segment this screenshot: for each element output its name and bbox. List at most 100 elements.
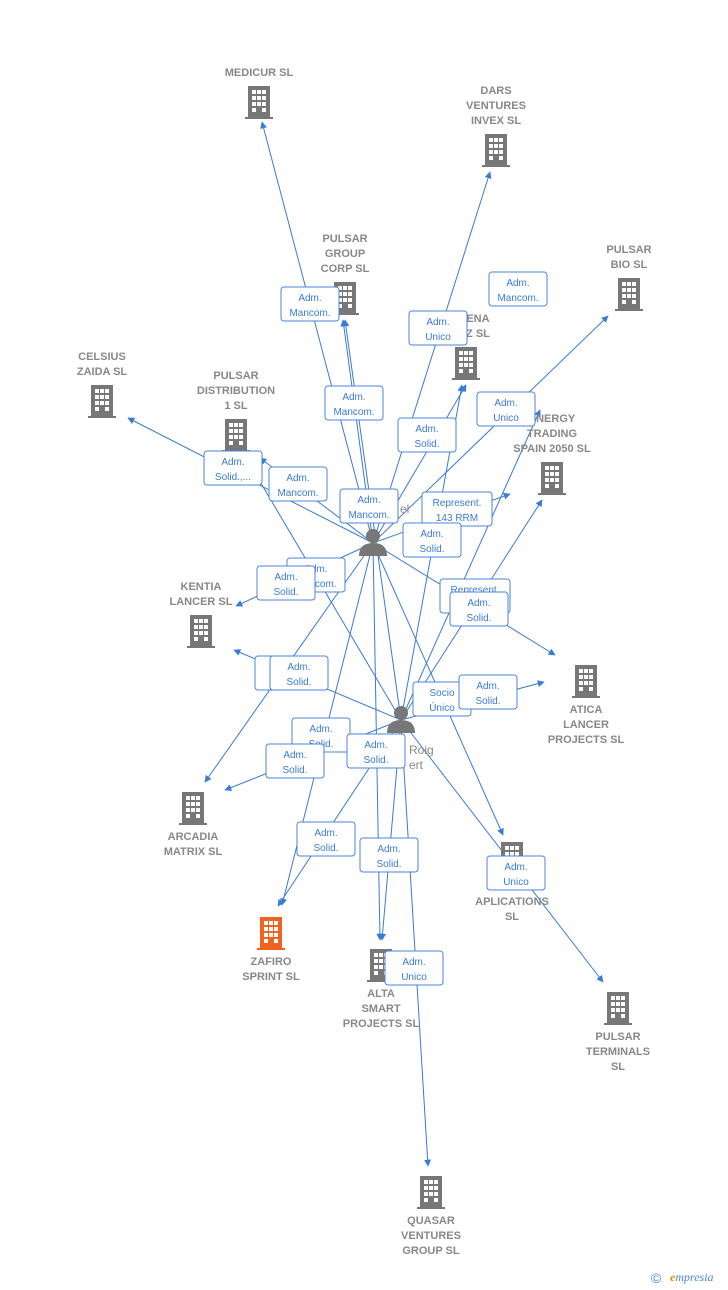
- edge-role-label[interactable]: Adm.Solid.: [458, 674, 518, 710]
- company-node-atica[interactable]: ATICA LANCER PROJECTS SL: [548, 665, 625, 746]
- person-node-p1[interactable]: el: [359, 502, 409, 556]
- person-label: el: [400, 502, 409, 516]
- company-label: LANCER: [563, 719, 609, 731]
- edge-label-box: [486, 855, 546, 891]
- edge-labels: Adm.Mancom.Adm.Mancom.Adm.UnicoAdm.Manco…: [203, 271, 548, 986]
- edge-role-label[interactable]: Adm.Solid.: [449, 591, 509, 627]
- relationship-edge: [372, 171, 492, 544]
- edge-role-label[interactable]: Adm.Solid.: [256, 565, 316, 601]
- brand-rest: mpresia: [675, 1270, 714, 1284]
- edge-label-text: Unico: [425, 332, 451, 343]
- building-icon: [615, 278, 643, 311]
- edge-label-box: [265, 743, 325, 779]
- edge-label-box: [346, 733, 406, 769]
- edge-label-text: Adm.: [287, 662, 310, 673]
- edge-label-text: Solid.: [313, 843, 338, 854]
- edge-label-text: Adm.: [298, 293, 321, 304]
- company-node-pulsar_distribution[interactable]: PULSAR DISTRIBUTION 1 SL: [197, 370, 275, 452]
- edge-label-box: [269, 655, 329, 691]
- empresia-logo[interactable]: empresia: [670, 1270, 714, 1285]
- edge-label-text: Adm.: [506, 278, 529, 289]
- edge-role-label[interactable]: Adm.Unico: [476, 391, 536, 427]
- building-icon: [482, 134, 510, 167]
- person-label: Roig: [409, 743, 434, 757]
- company-label: ZAFIRO: [251, 956, 292, 968]
- edge-label-box: [449, 591, 509, 627]
- edge-role-label[interactable]: Adm. Mancom.: [488, 271, 548, 307]
- company-node-medicur[interactable]: MEDICUR SL: [225, 67, 294, 119]
- edge-label-text: Adm.: [364, 740, 387, 751]
- company-label: MEDICUR SL: [225, 67, 294, 79]
- edge-label-text: Mancom.: [333, 407, 374, 418]
- company-label: VENTURES: [466, 100, 526, 112]
- edge-label-text: Unico: [493, 413, 519, 424]
- company-label: ATICA: [570, 704, 603, 716]
- edge-role-label[interactable]: Adm.Solid.: [265, 743, 325, 779]
- edge-label-box: [397, 417, 457, 453]
- edge-role-label[interactable]: Adm.Mancom.: [280, 286, 340, 322]
- company-label: ENERGY: [529, 413, 576, 425]
- edge-label-box: [488, 271, 548, 307]
- edge-label-text: Adm.: [221, 457, 244, 468]
- edge-role-label[interactable]: Adm.Solid.: [359, 837, 419, 873]
- company-label: SPAIN 2050 SL: [513, 443, 591, 455]
- company-label: GROUP: [325, 248, 365, 260]
- edge-role-label[interactable]: Adm.Mancom.: [339, 488, 399, 524]
- company-node-kentia[interactable]: KENTIA LANCER SL: [170, 581, 233, 648]
- edge-label-box: [458, 674, 518, 710]
- company-label: 1 SL: [224, 400, 248, 412]
- edge-label-text: Adm.: [286, 473, 309, 484]
- edge-role-label[interactable]: Adm.Solid.: [402, 522, 462, 558]
- edge-label-text: Adm.: [314, 828, 337, 839]
- company-label: INVEX SL: [471, 115, 521, 127]
- company-label: PULSAR: [322, 233, 367, 245]
- company-label: PROJECTS SL: [548, 734, 625, 746]
- company-label: DISTRIBUTION: [197, 385, 275, 397]
- company-label: CORP SL: [321, 263, 370, 275]
- edge-label-text: Adm.: [283, 750, 306, 761]
- company-label: KENTIA: [181, 581, 222, 593]
- edge-role-label[interactable]: Adm. Solid.: [296, 821, 356, 857]
- company-label: PULSAR: [213, 370, 258, 382]
- company-label: MATRIX SL: [164, 846, 223, 858]
- edge-label-text: Solid.: [286, 677, 311, 688]
- edge-role-label[interactable]: Adm.Solid.: [346, 733, 406, 769]
- edge-role-label[interactable]: Adm. Solid.: [269, 655, 329, 691]
- edge-label-text: Represent.: [433, 498, 482, 509]
- edge-role-label[interactable]: Adm.Mancom.: [324, 385, 384, 421]
- company-label: LANCER SL: [170, 596, 233, 608]
- company-node-pulsar_group[interactable]: PULSAR GROUP CORP SL: [321, 233, 370, 315]
- edge-label-text: Solid.: [475, 696, 500, 707]
- edge-label-box: [268, 466, 328, 502]
- edge-role-label[interactable]: Adm.Unico: [486, 855, 546, 891]
- edge-label-box: [359, 837, 419, 873]
- edge-role-label[interactable]: Represent.143 RRM: [421, 491, 493, 527]
- edge-role-label[interactable]: Adm.Mancom.: [268, 466, 328, 502]
- edge-role-label[interactable]: Adm.Solid.,...: [203, 450, 263, 486]
- edge-label-text: Mancom.: [497, 293, 538, 304]
- company-label: ALTA: [367, 988, 395, 1000]
- company-label: GROUP SL: [402, 1245, 460, 1257]
- edge-role-label[interactable]: Adm.Solid.: [397, 417, 457, 453]
- building-icon: [245, 86, 273, 119]
- edge-role-label[interactable]: Adm.Unico: [408, 310, 468, 346]
- edge-label-box: [324, 385, 384, 421]
- company-label: VENTURES: [401, 1230, 461, 1242]
- edge-label-text: Adm.: [274, 572, 297, 583]
- edge-label-text: Unico: [401, 972, 427, 983]
- building-icon: [417, 1176, 445, 1209]
- edge-role-label[interactable]: Adm.Unico: [384, 950, 444, 986]
- edge-label-text: Adm.: [415, 424, 438, 435]
- person-icon: [387, 706, 415, 733]
